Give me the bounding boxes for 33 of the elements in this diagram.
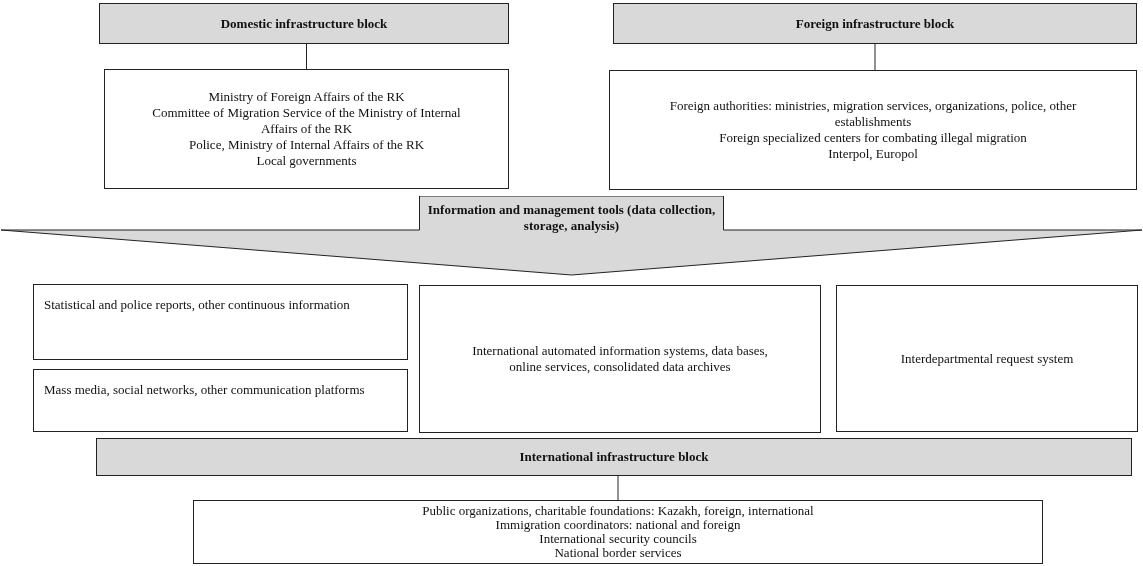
header-text: Foreign infrastructure block [795, 15, 955, 32]
connector-line [306, 43, 307, 70]
connector-line [617, 475, 619, 501]
box-text: Mass media, social networks, other communication platforms [44, 382, 365, 398]
header-text: Domestic infrastructure block [220, 15, 388, 32]
text-box [193, 500, 1043, 564]
box-text: Interdepartmental request system [900, 350, 1074, 367]
block-header [96, 438, 1132, 476]
list-item: National border services [554, 546, 682, 560]
list-item: Public organizations, charitable foundations: Kazakh, foreign, international [422, 504, 814, 518]
text-box [836, 285, 1138, 432]
list-item: International security councils [539, 532, 697, 546]
box-text: International automated information systems, data bases, online services, consolidated data archives [471, 343, 769, 375]
text-box [609, 70, 1137, 190]
list-item: Immigration coordinators: national and foreign [495, 518, 741, 532]
text-box [33, 284, 408, 360]
text-box [419, 285, 821, 433]
list-item: Local governments [256, 153, 357, 169]
list-item: Foreign authorities: ministries, migration services, organizations, police, other establishments [668, 98, 1078, 130]
arrow-banner [0, 196, 1143, 276]
block-header [613, 3, 1137, 44]
block-header [99, 3, 509, 44]
list-item: Foreign specialized centers for combating illegal migration [719, 130, 1027, 146]
list-item: Ministry of Foreign Affairs of the RK [208, 89, 405, 105]
list-item: Information and management tools (data collection, storage, analysis) [426, 202, 717, 234]
box-text: Statistical and police reports, other continuous information [44, 297, 350, 313]
list-item: Police, Ministry of Internal Affairs of the RK [188, 137, 425, 153]
text-box [104, 69, 509, 189]
header-text: International infrastructure block [519, 449, 709, 465]
text-box [33, 369, 408, 432]
list-item: Committee of Migration Service of the Ministry of Internal Affairs of the RK [151, 105, 462, 137]
connector-line [874, 43, 876, 71]
list-item: Interpol, Europol [828, 146, 918, 162]
